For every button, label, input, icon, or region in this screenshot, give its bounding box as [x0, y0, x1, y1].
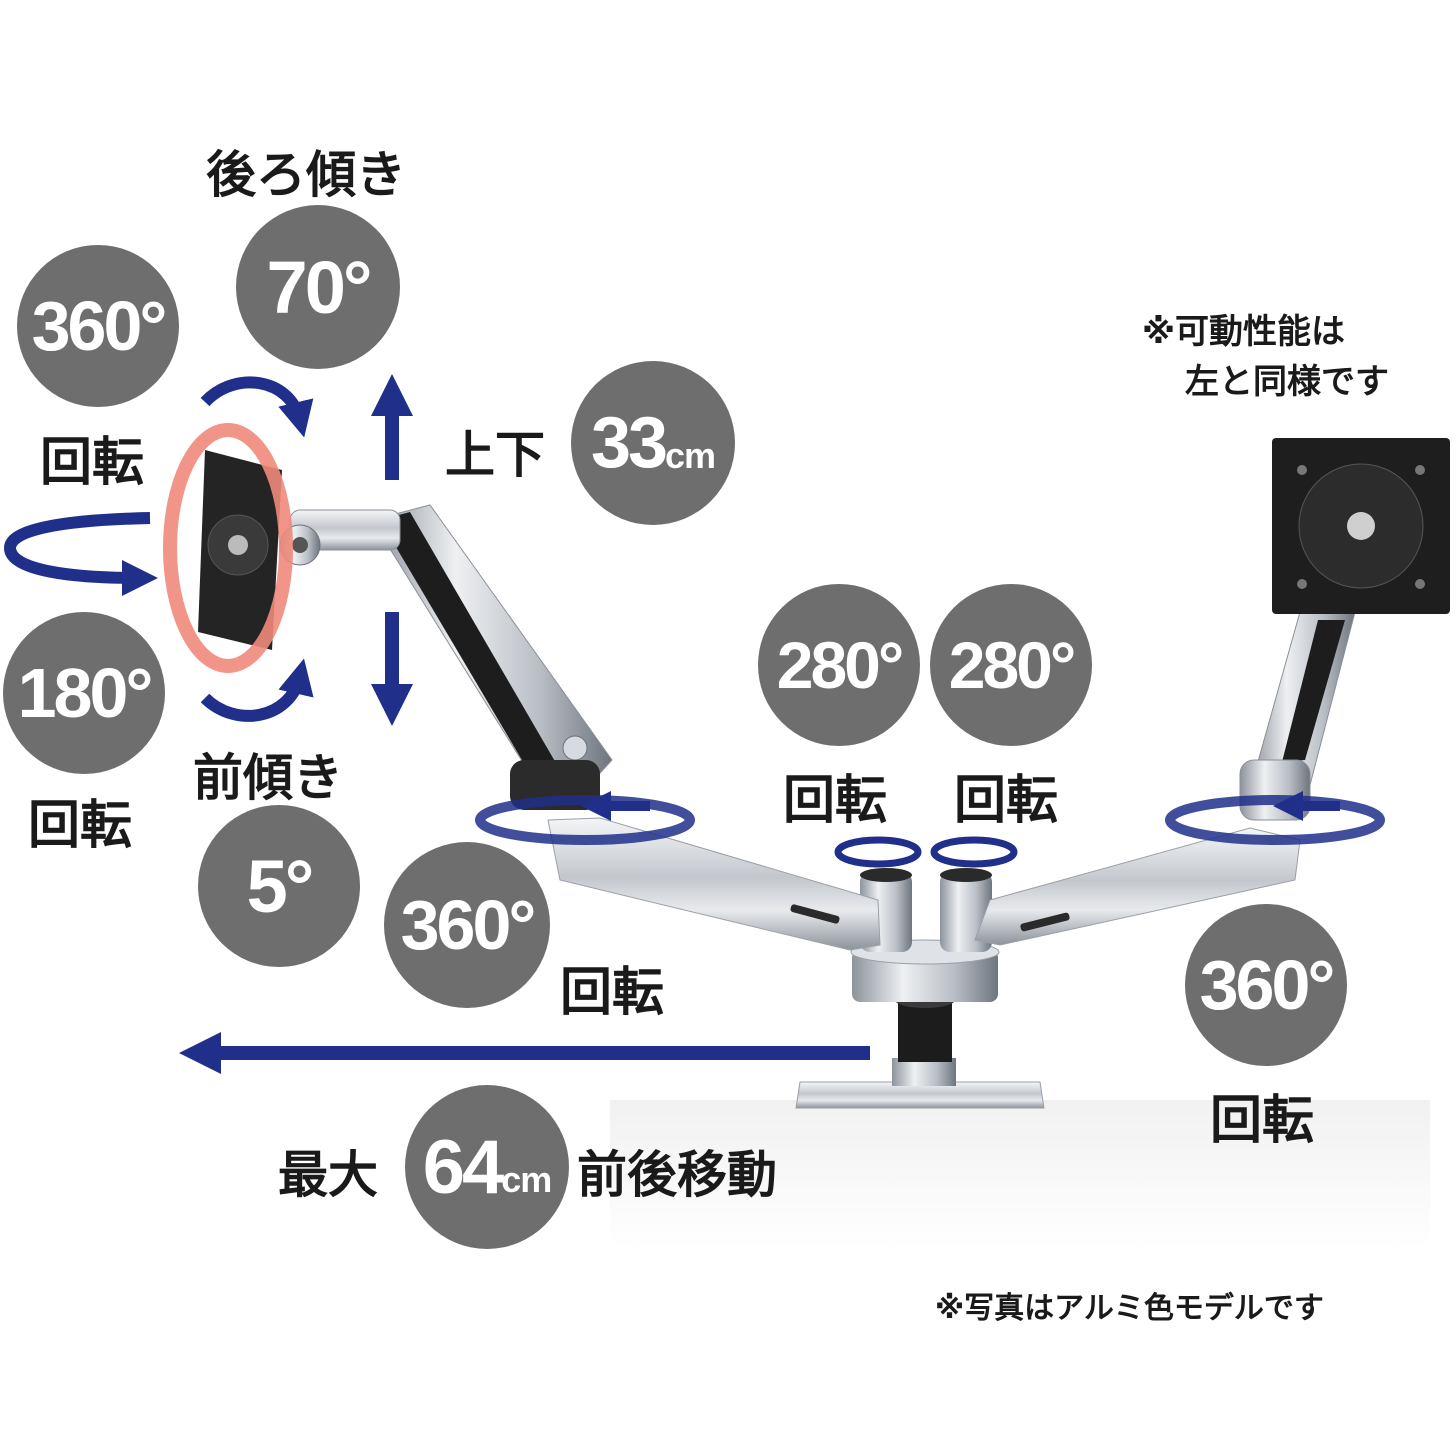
right-vesa-plate: [1272, 438, 1450, 614]
note-right-arm-line2: 左と同様です: [1185, 362, 1389, 402]
badge-center-rotate-280-b: 280°: [930, 584, 1092, 746]
badge-arm-rotate-360-left: 360°: [384, 842, 550, 1008]
label-arm-rotate-left: 回転: [560, 963, 665, 1023]
right-upper-arm: [1239, 611, 1356, 821]
reach-unit: cm: [501, 1159, 552, 1200]
label-tilt-forward: 前傾き: [193, 749, 343, 807]
label-arm-rotate-right: 回転: [1210, 1091, 1315, 1151]
left-tilt-head: [279, 509, 401, 566]
badge-center-rotate-280-a: 280°: [758, 584, 920, 746]
swivel-arrow-left: [3, 512, 158, 596]
vertical-unit: cm: [665, 435, 716, 476]
badge-tilt-back-70: 70°: [236, 205, 400, 369]
note-photo-model: ※写真はアルミ色モデルです: [935, 1291, 1324, 1326]
badge-arm-rotate-360-right: 360°: [1185, 904, 1347, 1066]
left-vesa-plate: [198, 450, 282, 650]
label-center-rotate-b: 回転: [954, 771, 1059, 831]
label-reach-suffix: 前後移動: [577, 1146, 777, 1204]
label-tilt-back: 後ろ傾き: [206, 146, 406, 204]
tilt-forward-arrow: [200, 658, 314, 722]
badge-rotate-180: 180°: [3, 612, 165, 774]
label-center-rotate-a: 回転: [783, 771, 888, 831]
tilt-back-arrow: [200, 376, 314, 438]
center-swivel-ring-a: [834, 836, 922, 868]
reach-value: 64: [422, 1124, 505, 1210]
tilt-ring-arrow: [163, 423, 293, 673]
label-vertical: 上下: [445, 426, 545, 484]
badge-rotate-360-top-left: 360°: [17, 245, 179, 407]
badge-tilt-forward-5: 5°: [198, 805, 360, 967]
left-upper-arm: [371, 504, 613, 810]
vertical-value: 33: [590, 403, 668, 483]
label-rotate-bottom-left: 回転: [28, 796, 133, 856]
desk-clamp-base: [795, 939, 1045, 1109]
note-right-arm-line1: ※可動性能は: [1142, 312, 1346, 352]
desk-surface: [610, 1100, 1430, 1250]
label-reach-prefix: 最大: [278, 1146, 378, 1204]
center-swivel-ring-b: [930, 836, 1018, 868]
label-rotate-top-left: 回転: [40, 433, 145, 493]
